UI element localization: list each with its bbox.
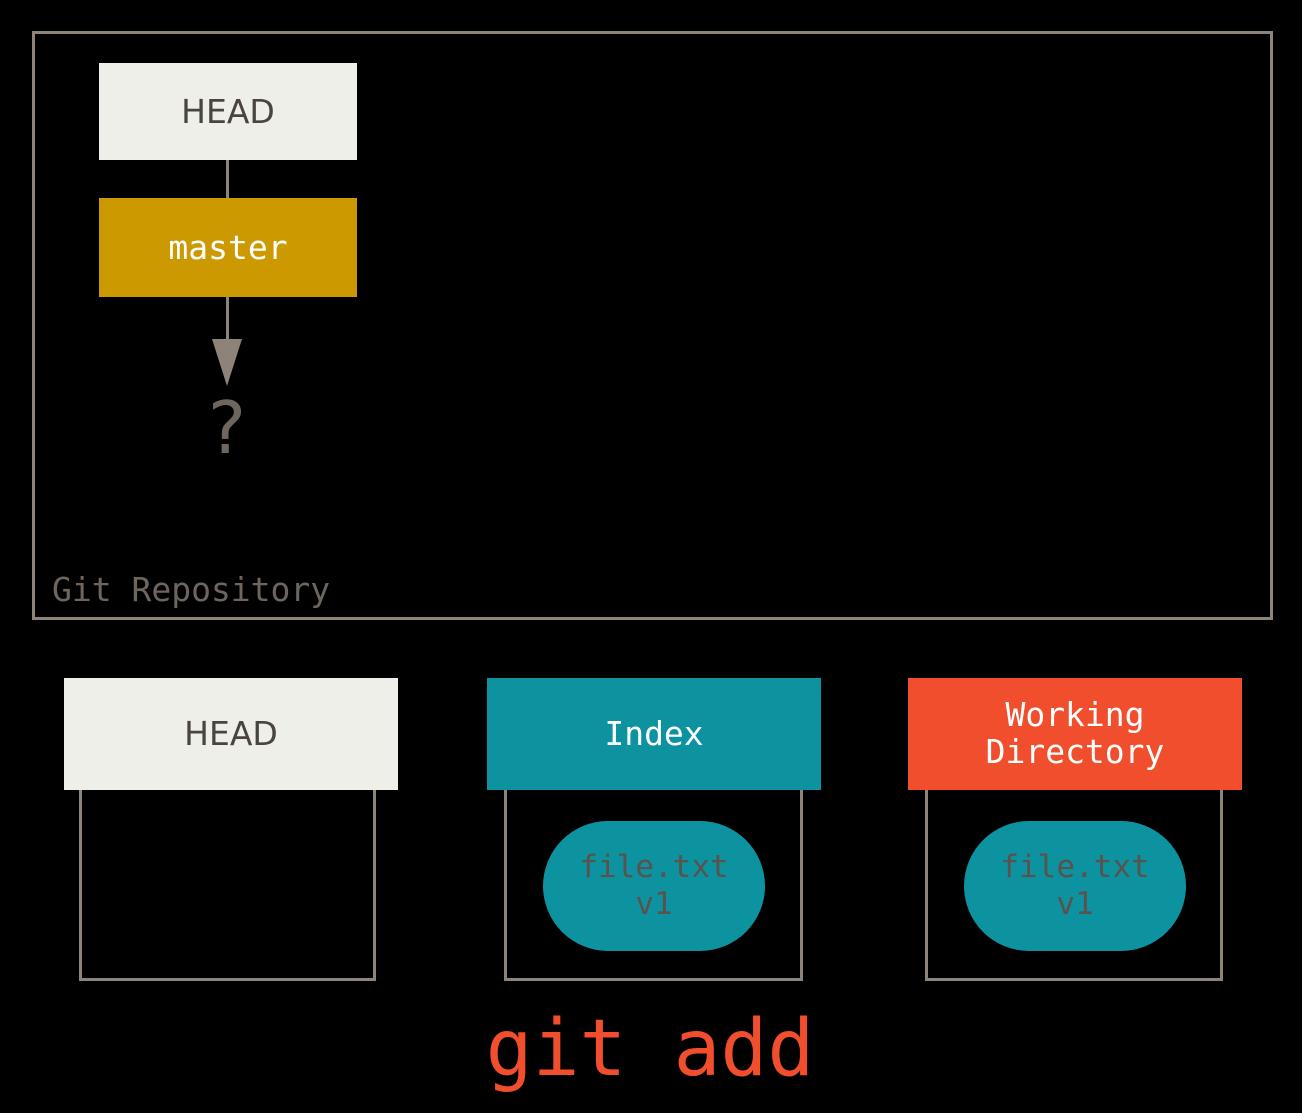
column-header-working-directory-label-line2: Directory: [985, 732, 1165, 771]
column-header-head: HEAD: [64, 678, 398, 790]
arrow-down-icon: [212, 339, 242, 386]
repo-node-head: HEAD: [99, 63, 357, 160]
repo-node-master: master: [99, 198, 357, 297]
file-blob-working-directory-name: file.txt: [1000, 849, 1150, 886]
column-header-index: Index: [487, 678, 821, 790]
file-blob-index: file.txt v1: [543, 821, 765, 951]
column-header-head-label: HEAD: [184, 713, 278, 753]
column-body-index: [504, 790, 803, 981]
column-header-working-directory-label-line1: Working: [1005, 695, 1145, 735]
file-blob-working-directory-version: v1: [1056, 886, 1094, 922]
command-caption-git-add: git add: [485, 1004, 815, 1094]
column-body-head: [79, 790, 376, 981]
column-header-working-directory: Working Directory: [908, 678, 1242, 790]
edge-master-to-commit: [226, 297, 229, 341]
column-body-working-directory: [925, 790, 1223, 981]
file-blob-working-directory: file.txt v1: [964, 821, 1186, 951]
repo-node-head-label: HEAD: [181, 92, 275, 131]
repo-node-master-label: master: [168, 228, 288, 267]
file-blob-index-name: file.txt: [579, 849, 729, 886]
column-header-index-label: Index: [604, 713, 704, 753]
git-repository-label: Git Repository: [52, 570, 331, 609]
git-repository-frame: [32, 31, 1273, 620]
question-mark-icon: ?: [207, 386, 247, 470]
file-blob-index-version: v1: [635, 886, 673, 922]
edge-head-to-master: [226, 160, 229, 199]
